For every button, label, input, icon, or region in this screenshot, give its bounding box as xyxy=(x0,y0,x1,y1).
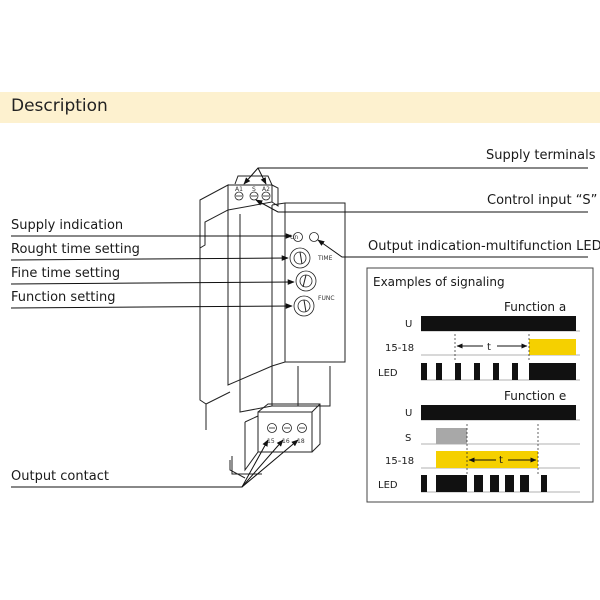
leader-supply-terminals xyxy=(243,167,588,185)
face-label-func: FUNC xyxy=(318,295,335,302)
terminal-s: S xyxy=(252,186,256,193)
leader-control-input xyxy=(255,199,588,213)
fa-t-label: t xyxy=(487,342,491,353)
terminal-a1: A1 xyxy=(235,186,243,193)
label-control-input: Control input “S” xyxy=(487,193,598,208)
fe-row-u: U xyxy=(405,408,412,419)
page-title: Description xyxy=(11,96,108,116)
signal-box: Examples of signaling Function a U 15-18… xyxy=(366,267,594,503)
leader-fine-time xyxy=(10,279,295,285)
bottom-terminal-labels: 15 16 18 xyxy=(267,438,305,445)
terminal-15: 15 xyxy=(267,438,275,445)
terminal-a2: A2 xyxy=(262,186,270,193)
top-terminal-screws xyxy=(234,191,271,201)
terminal-16: 16 xyxy=(282,438,290,445)
fa-row-led: LED xyxy=(378,368,398,379)
face-label-un: Un xyxy=(290,234,298,241)
fa-led-pulses xyxy=(421,363,576,380)
fe-row-1518: 15-18 xyxy=(385,456,414,467)
leader-rough-time xyxy=(10,255,289,261)
label-fine-time: Fine time setting xyxy=(11,266,121,281)
label-supply-indication: Supply indication xyxy=(11,218,124,233)
bottom-terminal-screws xyxy=(267,423,307,433)
label-supply-terminals: Supply terminals xyxy=(486,148,596,163)
leader-output-led xyxy=(317,239,588,258)
fe-t-label: t xyxy=(499,455,503,466)
label-function-setting: Function setting xyxy=(11,290,116,305)
fe-row-led: LED xyxy=(378,480,398,491)
face-label-time: TIME xyxy=(317,255,333,262)
supply-led-icon xyxy=(293,232,303,242)
terminal-18: 18 xyxy=(297,438,305,445)
fa-row-u: U xyxy=(405,319,412,330)
output-led-icon xyxy=(309,232,319,242)
fe-led-pulses xyxy=(421,475,547,492)
label-rough-time: Rought time setting xyxy=(11,242,140,257)
fe-row-s: S xyxy=(405,433,411,444)
front-face-controls xyxy=(289,232,319,317)
header-band xyxy=(0,92,600,123)
fa-supply-bar xyxy=(421,316,576,331)
leader-function-setting xyxy=(10,303,293,309)
signal-box-title: Examples of signaling xyxy=(373,275,505,289)
function-a-title: Function a xyxy=(504,300,566,314)
fe-relay-bar xyxy=(436,451,538,468)
relay-device xyxy=(199,175,346,479)
fe-supply-bar xyxy=(421,405,576,420)
fa-relay-bar xyxy=(529,339,576,355)
fe-control-bar xyxy=(436,428,467,444)
leader-lines xyxy=(10,167,588,488)
label-output-contact: Output contact xyxy=(11,469,109,484)
label-output-led: Output indication-multifunction LED xyxy=(368,239,600,254)
function-e-title: Function e xyxy=(504,389,566,403)
top-terminal-labels: A1 S A2 xyxy=(235,186,270,193)
fa-row-1518: 15-18 xyxy=(385,343,414,354)
